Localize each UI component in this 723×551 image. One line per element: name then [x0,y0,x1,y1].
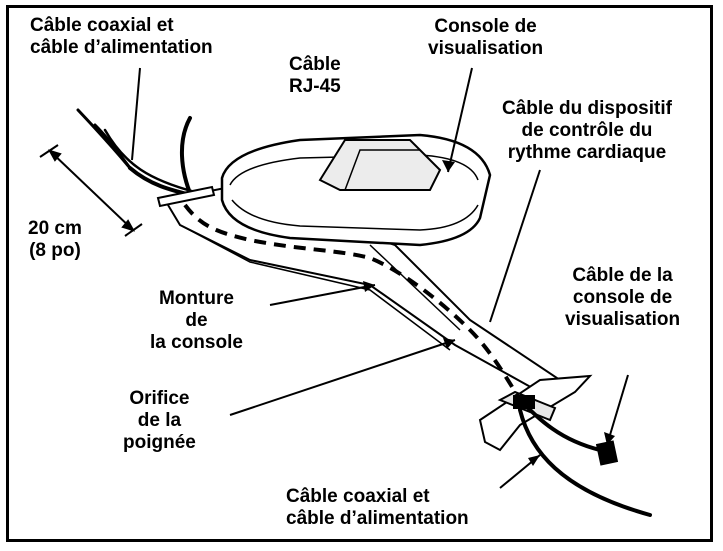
label-console-cable: Câble de la console de visualisation [565,265,680,331]
dimension-marker [39,144,143,237]
label-line: Câble de la [572,265,673,286]
label-rj45-cable: Câble RJ-45 [289,54,341,98]
cable-clip [156,185,216,208]
label-line: de la [137,410,182,431]
label-line: de contrôle du [521,120,653,141]
label-line: Câble coaxial et [30,15,174,36]
label-line: Câble du dispositif [502,98,672,119]
coax-power-cable-bottom [518,408,652,517]
leader-arrowheads [363,160,615,466]
label-heart-rate-cable: Câble du dispositif de contrôle du rythm… [502,98,672,164]
label-coax-power-bottom: Câble coaxial et câble d’alimentation [286,486,469,530]
label-coax-power-top: Câble coaxial et câble d’alimentation [30,15,213,59]
console-cable-right [518,398,619,466]
internal-cable-route [183,203,522,402]
label-display-console: Console de visualisation [428,16,543,60]
label-handle-hole: Orifice de la poignée [123,388,196,454]
coax-power-cable-top [76,108,197,198]
label-line: de [185,310,208,331]
label-line: câble d’alimentation [30,37,213,58]
label-line: câble d’alimentation [286,508,469,529]
label-line: Orifice [129,388,190,409]
label-line: visualisation [565,309,681,330]
label-line: rythme cardiaque [507,142,667,163]
label-line: (8 po) [29,240,81,261]
label-console-mount: Monture de la console [150,288,243,354]
label-line: 20 cm [28,218,82,239]
label-line: RJ-45 [289,76,341,97]
label-line: Câble [289,54,341,75]
label-line: Câble coaxial et [286,486,430,507]
label-dimension: 20 cm (8 po) [28,218,82,262]
label-line: poignée [123,432,196,453]
label-line: console de [572,287,673,308]
label-line: Console de [434,16,537,37]
label-line: Monture [158,288,234,309]
leader-lines [131,67,629,489]
label-line: visualisation [428,38,544,59]
display-console-drawing [220,133,492,247]
rj45-cable [180,116,194,200]
label-line: la console [150,332,243,353]
